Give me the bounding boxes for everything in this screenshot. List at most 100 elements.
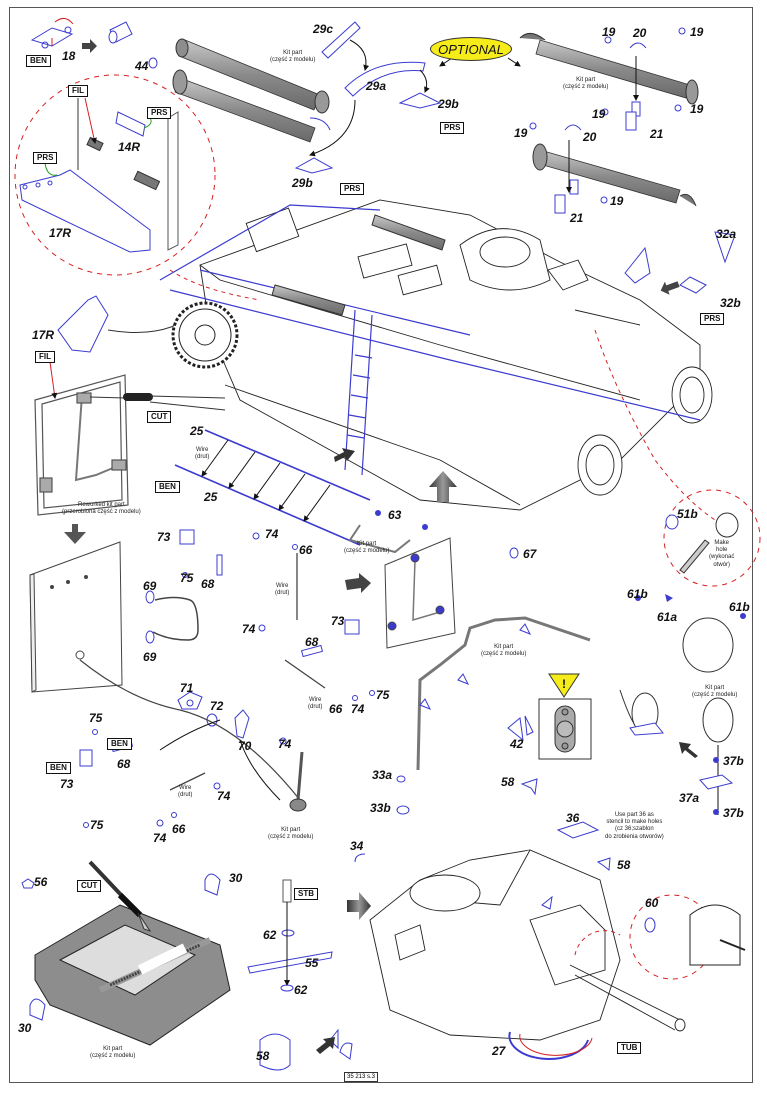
- tag-prs: PRS: [33, 152, 58, 164]
- part-label: 69: [143, 650, 157, 664]
- part-42-brackets: [419, 623, 534, 742]
- note-kit-part: Kit part(część z modelu): [481, 644, 526, 658]
- note-kit-part: Kit part(część z modelu): [268, 827, 313, 841]
- part-label: 56: [34, 875, 48, 889]
- part-27-ring: [508, 1031, 589, 1060]
- part-label: 74: [265, 527, 279, 541]
- tag-prs: PRS: [440, 122, 465, 134]
- note-line: Kit part: [283, 50, 303, 56]
- arrow-icon: [334, 448, 355, 462]
- part-label: 74: [217, 789, 231, 803]
- part-label: 21: [570, 211, 584, 225]
- part-label: 58: [256, 1049, 270, 1063]
- tag-ben: BEN: [107, 738, 132, 750]
- note-line: (drut): [275, 590, 290, 597]
- note-line: Wire: [276, 583, 289, 589]
- part-18-bracket: [30, 18, 74, 49]
- note-line: Make: [714, 540, 729, 546]
- arrow-icon: [82, 39, 97, 53]
- part-label: 58: [617, 858, 631, 872]
- note-kit-part: Kit part(część z modelu): [692, 685, 737, 699]
- note-line: do zrobienia otworów): [605, 833, 664, 840]
- part-label: 60: [645, 896, 659, 910]
- note-line: stencil to make holes: [606, 819, 663, 826]
- tag-ben: BEN: [26, 55, 51, 67]
- part-label: 37b: [723, 806, 744, 820]
- part-label: 66: [172, 822, 186, 836]
- part-label: 25: [190, 424, 204, 438]
- part-label: 29b: [438, 97, 459, 111]
- rolling-direction: [519, 1033, 593, 1056]
- note-line: (część z modelu): [268, 834, 314, 841]
- part-58-plate: [259, 1033, 291, 1071]
- part-label: 72: [210, 699, 224, 713]
- part-label: 58: [501, 775, 515, 789]
- part-label: 67: [523, 547, 537, 561]
- part-label: 17R: [49, 226, 72, 240]
- note-wire: Wire(drut): [308, 697, 322, 711]
- tag-tub: TUB: [617, 1042, 642, 1054]
- note-line: Kit part: [281, 827, 301, 833]
- warning-detail-box: [538, 698, 592, 760]
- note-kit-part: Kit part(część z modelu): [563, 77, 608, 91]
- part-label: 70: [238, 739, 252, 753]
- tag-ben: BEN: [155, 481, 180, 493]
- part-label: 20: [633, 26, 647, 40]
- part-label: 33a: [372, 768, 393, 782]
- part-label: 44: [135, 59, 149, 73]
- part-label: 61b: [729, 600, 750, 614]
- tag-prs: PRS: [147, 107, 172, 119]
- arrow-icon: [316, 1037, 335, 1054]
- note-line: hole: [716, 547, 728, 554]
- part-label: 75: [376, 688, 390, 702]
- part-label: 75: [180, 571, 194, 585]
- part-label: 42: [510, 737, 524, 751]
- note-line: Use part 36 as: [614, 812, 654, 818]
- turret: [369, 849, 686, 1041]
- part-label: 74: [278, 737, 292, 751]
- part-17R-side: [57, 295, 109, 353]
- part-29c: [321, 21, 361, 59]
- part-label: 66: [299, 543, 313, 557]
- filler-block: [133, 170, 161, 191]
- part-label: 17R: [32, 328, 55, 342]
- part-label: 20: [583, 130, 597, 144]
- part-label: 74: [351, 702, 365, 716]
- note-line: (część z modelu): [270, 57, 316, 64]
- part-label: 27: [492, 1044, 506, 1058]
- part-29a: [344, 61, 426, 97]
- tag-fil: FIL: [68, 85, 88, 97]
- vise-pe-parts: [21, 873, 333, 1021]
- page-code: 35 213 s.3: [344, 1072, 379, 1082]
- note-line: Kit part: [357, 541, 377, 547]
- hatch-door-assembled: [384, 537, 456, 649]
- arrow-icon: [679, 742, 698, 758]
- headlight-kit: [682, 617, 734, 673]
- note-line: (cz 36;szablon: [615, 826, 654, 833]
- part-label: 29c: [313, 22, 334, 36]
- part-label: 51b: [677, 507, 698, 521]
- note-line: (drut): [308, 704, 323, 711]
- part-label: 75: [89, 711, 103, 725]
- note-line: Wire: [309, 697, 322, 703]
- detail-callout-circle: [14, 74, 216, 276]
- optional-badge: OPTIONAL: [430, 37, 512, 61]
- part-label: 19: [602, 25, 616, 39]
- note-kit-part: Kit part(część z modelu): [344, 541, 389, 555]
- part-label: 68: [201, 577, 215, 591]
- note-line: (część z modelu): [563, 84, 609, 91]
- kit-lever: [289, 751, 307, 812]
- tag-fil: FIL: [35, 351, 55, 363]
- note-line: (część z modelu): [90, 1053, 136, 1060]
- kit-tube-left: [172, 38, 331, 143]
- tag-ben: BEN: [46, 762, 71, 774]
- warning-symbol: !: [562, 677, 566, 691]
- part-label: 68: [305, 635, 319, 649]
- note-line: (przerobiona część z modelu): [62, 509, 141, 516]
- note-line: Kit part: [103, 1046, 123, 1052]
- part-label: 32a: [716, 227, 737, 241]
